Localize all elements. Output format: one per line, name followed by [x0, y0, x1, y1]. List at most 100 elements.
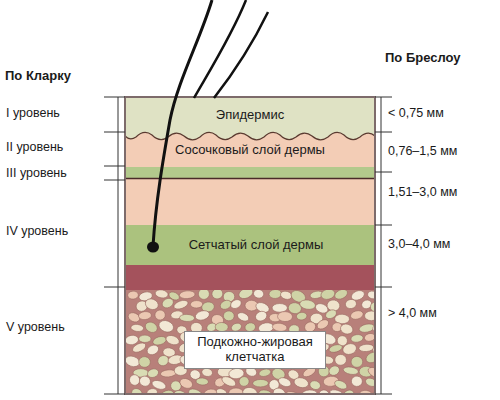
fat-cells	[125, 290, 375, 394]
fat-cell	[242, 386, 258, 394]
hair-strand	[194, 0, 246, 98]
fat-cell	[144, 297, 160, 311]
fat-cell	[272, 304, 287, 313]
fat-cell	[138, 356, 151, 368]
fat-cell	[161, 297, 175, 310]
fat-cell	[223, 310, 235, 321]
reticular-dermis-band: Сетчатый слой дермы	[125, 225, 375, 265]
fat-cell	[190, 300, 203, 308]
fat-cell	[343, 366, 359, 376]
deep-dermis-band	[125, 265, 375, 290]
fat-cell	[309, 379, 322, 390]
fat-cell	[364, 350, 375, 365]
subcutaneous-fat-band: Подкожно-жировая клетчатка	[125, 290, 375, 394]
fat-cell	[359, 344, 375, 353]
fat-cell	[364, 311, 375, 321]
fat-cell	[179, 314, 194, 322]
hair-shaft	[153, 0, 212, 246]
fat-cell	[364, 332, 375, 342]
breslow-depth: < 0,75 мм	[388, 106, 444, 120]
fat-cell	[194, 309, 210, 322]
fat-cell	[315, 318, 330, 331]
fat-cell	[130, 387, 144, 394]
fat-layer	[125, 290, 375, 394]
fat-cell	[364, 377, 375, 388]
fat-cell	[258, 368, 271, 378]
reticular-layer	[125, 225, 375, 265]
fat-cell	[327, 364, 341, 377]
fat-cell	[350, 334, 363, 343]
fat-cell	[152, 335, 167, 346]
fat-cell	[198, 290, 210, 300]
scale-heading: По Кларку	[5, 68, 71, 83]
fat-cell	[350, 309, 365, 320]
fat-cell	[253, 379, 269, 387]
fat-cell	[211, 290, 223, 300]
fat-cell	[367, 290, 375, 300]
clark-level: V уровень	[6, 320, 65, 334]
fat-cell	[130, 324, 144, 333]
fat-cell	[271, 386, 287, 394]
layer-label: Сосочковый слой дермы	[175, 143, 325, 158]
fat-cell	[155, 290, 169, 299]
papillary-dermis-band: Сосочковый слой дермы	[125, 134, 375, 167]
fat-cell	[237, 290, 254, 301]
fat-cell	[293, 376, 310, 389]
fat-cell	[351, 356, 363, 367]
fat-cell	[277, 376, 292, 389]
hair-strand	[214, 12, 268, 98]
fat-cell	[269, 290, 282, 299]
hair-bulb	[147, 242, 159, 253]
breslow-depth: 3,0–4,0 мм	[388, 237, 450, 251]
fat-cell	[254, 310, 268, 323]
fat-cell	[253, 290, 265, 299]
fat-cell	[333, 290, 349, 301]
fat-cell	[335, 354, 347, 365]
clark-scale	[104, 97, 125, 394]
scale-heading: По Бреслоу	[385, 50, 461, 65]
clark-level: III уровень	[6, 166, 67, 180]
fat-cell	[138, 311, 152, 320]
clark-level: IV уровень	[6, 224, 68, 238]
fat-cell	[345, 298, 358, 309]
fat-cell	[328, 343, 343, 353]
fat-cell	[128, 374, 141, 387]
fat-cell	[215, 387, 228, 394]
fat-cell	[229, 298, 243, 310]
epidermis-layer	[125, 97, 375, 140]
fat-cell	[277, 311, 292, 321]
fat-cell	[155, 310, 166, 320]
fat-cell	[339, 323, 354, 336]
breslow-depth: 0,76–1,5 мм	[388, 144, 457, 158]
fat-cell	[299, 299, 316, 311]
layer-label: Эпидермис	[216, 108, 284, 123]
fat-cell	[139, 335, 151, 343]
clark-level: I уровень	[6, 106, 60, 120]
fat-cell	[143, 320, 159, 334]
fat-cell	[351, 376, 363, 387]
fat-cell	[173, 299, 189, 311]
epidermis-band: Эпидермис	[125, 99, 375, 131]
clark-level: II уровень	[6, 140, 63, 154]
fat-cell	[157, 318, 175, 334]
fat-cell	[125, 334, 139, 345]
fat-cell	[131, 341, 147, 354]
breslow-depth: 1,51–3,0 мм	[388, 185, 457, 199]
fat-cell	[341, 342, 357, 356]
fat-cell	[127, 291, 138, 300]
fat-cell	[138, 375, 151, 388]
skin-frame	[125, 97, 375, 394]
fat-cell	[146, 343, 161, 356]
fat-cell	[236, 311, 250, 323]
clark-boundary	[125, 178, 375, 180]
fat-cell	[187, 387, 205, 394]
layer-label: Подкожно-жировая клетчатка	[184, 331, 326, 369]
fat-cell	[196, 377, 209, 385]
skin-ground	[125, 97, 375, 394]
fat-cell	[179, 290, 195, 299]
breslow-depth: > 4,0 мм	[388, 306, 437, 320]
fat-cell	[333, 379, 348, 391]
fat-cell	[320, 290, 336, 301]
fat-cell	[296, 312, 307, 321]
